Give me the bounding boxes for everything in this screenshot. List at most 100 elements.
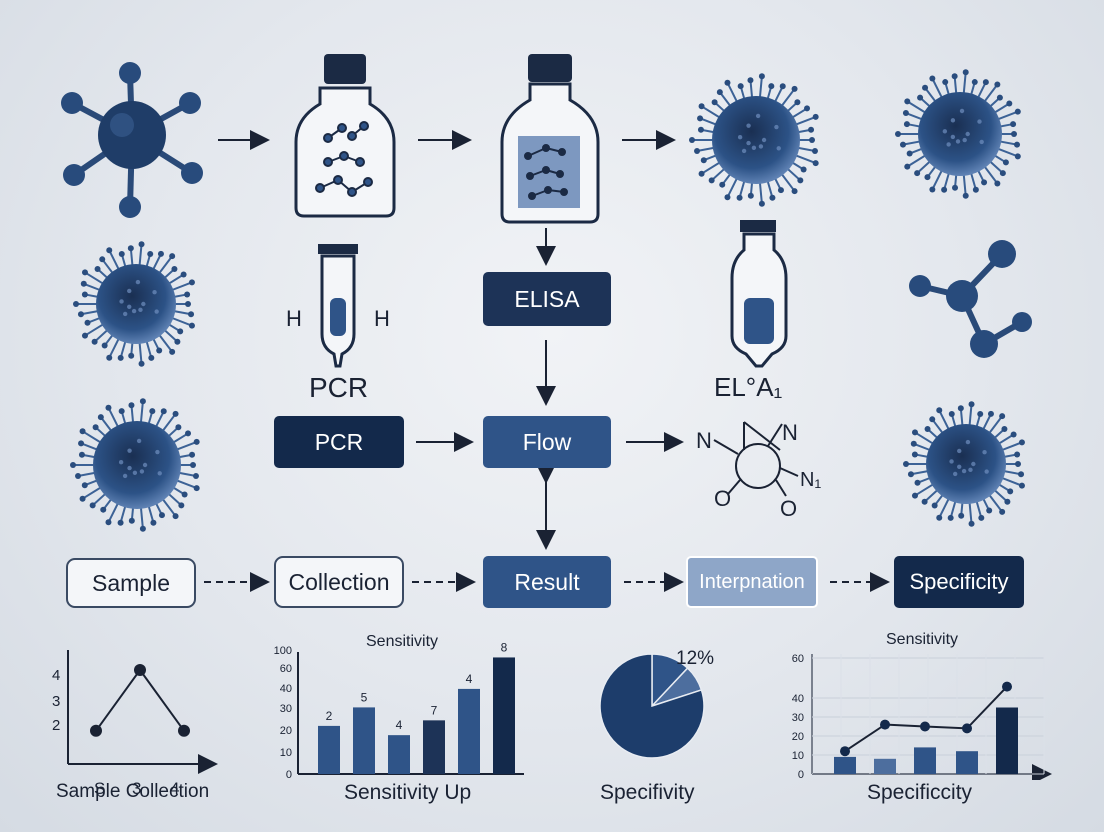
chart2-bar-1 bbox=[353, 707, 375, 774]
virus-spike-tip bbox=[711, 99, 718, 106]
virus-spike-tip bbox=[700, 157, 707, 164]
collection-box[interactable]: Collection bbox=[274, 556, 404, 608]
virus-spike-tip bbox=[921, 498, 928, 505]
virus-spike-tip bbox=[981, 179, 988, 186]
virus-surface-dot bbox=[122, 473, 128, 479]
virus-spike-tip bbox=[791, 85, 798, 92]
virus-spike-tip bbox=[1018, 439, 1025, 446]
virus-surface-dot bbox=[950, 134, 956, 140]
virus-surface-dot bbox=[955, 139, 961, 144]
virus-spike-tip bbox=[193, 438, 200, 445]
chart4-ytick-1: 40 bbox=[792, 693, 804, 705]
virus-spike-tip bbox=[79, 495, 86, 502]
sample-box[interactable]: Sample bbox=[66, 558, 196, 608]
flow-box[interactable]: Flow bbox=[483, 416, 611, 468]
chart1-line bbox=[95, 668, 185, 732]
virus-spike-tip bbox=[158, 512, 165, 519]
virus-spike-tip bbox=[708, 177, 715, 184]
virus-spike bbox=[169, 281, 193, 292]
virus-spike-tip bbox=[106, 354, 113, 361]
chart2-ytick-6: 0 bbox=[286, 769, 292, 781]
virus-surface-dot bbox=[965, 439, 971, 445]
virus-spike-tip bbox=[986, 507, 993, 514]
virus-spike-tip bbox=[899, 141, 906, 148]
virus-spike-tip bbox=[914, 170, 921, 177]
chart2-label-1: 5 bbox=[361, 690, 368, 704]
virus-spike-tip bbox=[978, 514, 985, 521]
virus-spike-tip bbox=[169, 253, 176, 260]
virus-spike-tip bbox=[758, 73, 765, 80]
virus-surface-dot bbox=[776, 146, 781, 151]
virus-spike-tip bbox=[994, 81, 1001, 88]
virus-spike-tip bbox=[78, 440, 85, 447]
virus-spike-tip bbox=[127, 245, 134, 252]
chart2-label-4: 4 bbox=[466, 672, 473, 686]
virus-spike-tip bbox=[936, 407, 943, 414]
chart1-xtick-0: S bbox=[94, 779, 105, 798]
virus-spike-tip bbox=[895, 131, 901, 137]
virus-surface-dot bbox=[131, 308, 137, 314]
result-box[interactable]: Result bbox=[483, 556, 611, 608]
virus-spike-tip bbox=[73, 301, 79, 307]
virus-icon-left-2 bbox=[70, 398, 200, 532]
virus-spike-tip bbox=[105, 404, 112, 411]
virus-spike-tip bbox=[156, 347, 163, 354]
virus-spike-tip bbox=[77, 311, 84, 318]
virus-icon-left-1 bbox=[73, 241, 195, 367]
n-top-label: N bbox=[782, 420, 798, 445]
virus-spike-tip bbox=[192, 473, 199, 480]
virus-spike-tip bbox=[999, 508, 1006, 515]
virus-spike-tip bbox=[188, 279, 195, 286]
virus-spike-tip bbox=[81, 482, 88, 489]
chart4-bar-2 bbox=[914, 747, 936, 774]
virus-spike-tip bbox=[999, 413, 1006, 420]
virus-spike-tip bbox=[1007, 488, 1014, 495]
virus-icon-right-3 bbox=[903, 401, 1025, 527]
virus-spike-tip bbox=[193, 485, 200, 492]
virus-spike-tip bbox=[809, 137, 815, 143]
chart4-point-3 bbox=[962, 723, 972, 734]
pcr-tube-label: PCR bbox=[309, 372, 369, 403]
molecule-star-icon bbox=[61, 62, 203, 218]
chart4-point-0 bbox=[840, 746, 850, 757]
virus-spike-tip bbox=[914, 479, 921, 486]
virus-surface-dot bbox=[961, 468, 967, 474]
interpretation-box[interactable]: Interpnation bbox=[686, 556, 818, 608]
elisa-tube-icon bbox=[730, 220, 788, 368]
chart2-xlabel: Sensitivity Up bbox=[344, 781, 472, 804]
virus-surface-dot bbox=[984, 469, 989, 474]
virus-spike-tip bbox=[903, 461, 909, 467]
virus-body bbox=[712, 96, 800, 184]
chart4-point-1 bbox=[880, 719, 890, 730]
virus-surface-dot bbox=[971, 461, 976, 467]
virus-surface-dot bbox=[965, 131, 970, 137]
virus-spike-tip bbox=[80, 280, 87, 287]
chart1-xtick-1: 3 bbox=[132, 779, 141, 798]
virus-spike-tip bbox=[148, 354, 155, 361]
virus-spike-tip bbox=[951, 73, 958, 80]
virus-surface-dot bbox=[949, 459, 954, 464]
virus-spike-tip bbox=[971, 79, 978, 86]
virus-spike-tip bbox=[106, 247, 113, 254]
virus-spike-tip bbox=[70, 462, 76, 468]
virus-spike-tip bbox=[791, 188, 798, 195]
pcr-box[interactable]: PCR bbox=[274, 416, 404, 468]
virus-spike-tip bbox=[147, 250, 154, 257]
virus-spike-tip bbox=[697, 126, 704, 133]
virus-spike-tip bbox=[1014, 451, 1021, 458]
elisa-box[interactable]: ELISA bbox=[483, 272, 611, 326]
virus-spike-tip bbox=[808, 126, 815, 133]
virus-spike-tip bbox=[747, 192, 754, 199]
specificity-box[interactable]: Specificity bbox=[894, 556, 1024, 608]
virus-spike-tip bbox=[689, 137, 695, 143]
virus-spike-tip bbox=[794, 99, 801, 106]
virus-spike bbox=[968, 499, 973, 524]
chart2-label-2: 4 bbox=[396, 718, 403, 732]
virus-surface-dot bbox=[142, 462, 148, 468]
chart2-bar-2 bbox=[388, 735, 410, 774]
virus-spike-tip bbox=[769, 194, 776, 201]
virus-spike-tip bbox=[75, 473, 82, 480]
virus-spike-tip bbox=[958, 512, 965, 519]
virus-spike-tip bbox=[904, 163, 911, 170]
